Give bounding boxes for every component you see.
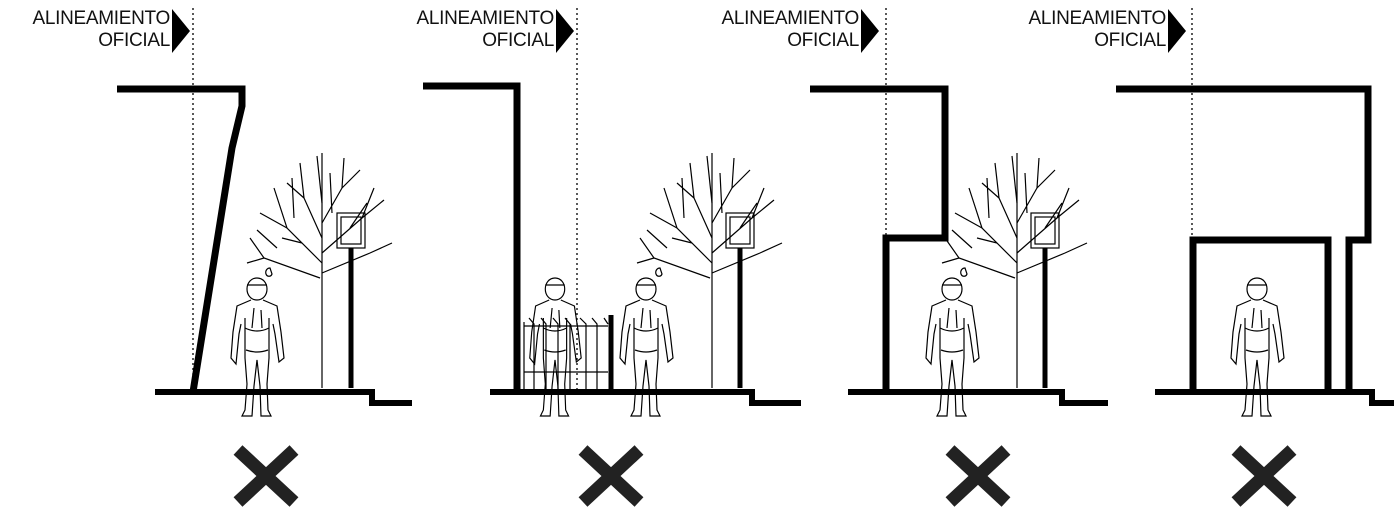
panel-4	[1116, 8, 1394, 507]
alignment-label-line2: OFICIAL	[482, 30, 554, 51]
pedestrian-icon	[230, 277, 285, 417]
x-mark-icon	[945, 445, 1011, 507]
arrow-icon	[556, 9, 574, 53]
alignment-label-line1: ALINEAMIENTO	[1028, 8, 1166, 29]
arcade-frame	[1189, 236, 1332, 392]
pedestrian-icon	[619, 277, 674, 417]
panel-2	[423, 8, 801, 507]
alignment-label-line2: OFICIAL	[787, 30, 859, 51]
building-wall	[423, 82, 521, 392]
alignment-label-line1: ALINEAMIENTO	[32, 8, 170, 29]
alignment-label: ALINEAMIENTO OFICIAL	[1028, 8, 1166, 52]
ground-line	[1155, 389, 1394, 406]
street-lamp-icon	[337, 213, 365, 388]
alignment-label-line1: ALINEAMIENTO	[721, 8, 859, 29]
fence	[523, 317, 609, 390]
building-wall	[1116, 85, 1372, 392]
x-mark-icon	[233, 445, 299, 507]
pedestrian-icon	[1230, 277, 1285, 417]
ground-line	[155, 389, 412, 406]
tree-icon	[636, 152, 783, 389]
arrow-icon	[172, 9, 190, 53]
panel-3	[810, 8, 1108, 507]
x-mark-icon	[1231, 445, 1297, 507]
street-lamp-icon	[726, 213, 754, 388]
ground-line	[848, 389, 1108, 406]
pedestrian-icon	[925, 277, 980, 417]
alignment-label-line2: OFICIAL	[1094, 30, 1166, 51]
street-lamp-icon	[1031, 213, 1059, 388]
alignment-label-line2: OFICIAL	[98, 30, 170, 51]
panel-1	[117, 8, 412, 507]
x-mark-icon	[578, 445, 644, 507]
arrow-icon	[1168, 9, 1186, 53]
alignment-label: ALINEAMIENTO OFICIAL	[721, 8, 859, 52]
building-wall	[117, 85, 246, 393]
alignment-label: ALINEAMIENTO OFICIAL	[32, 8, 170, 52]
alignment-label-line1: ALINEAMIENTO	[416, 8, 554, 29]
building-wall	[810, 85, 949, 392]
alignment-label: ALINEAMIENTO OFICIAL	[416, 8, 554, 52]
arrow-icon	[861, 9, 879, 53]
ground-line	[490, 389, 801, 406]
walking-person-icon	[529, 277, 582, 417]
